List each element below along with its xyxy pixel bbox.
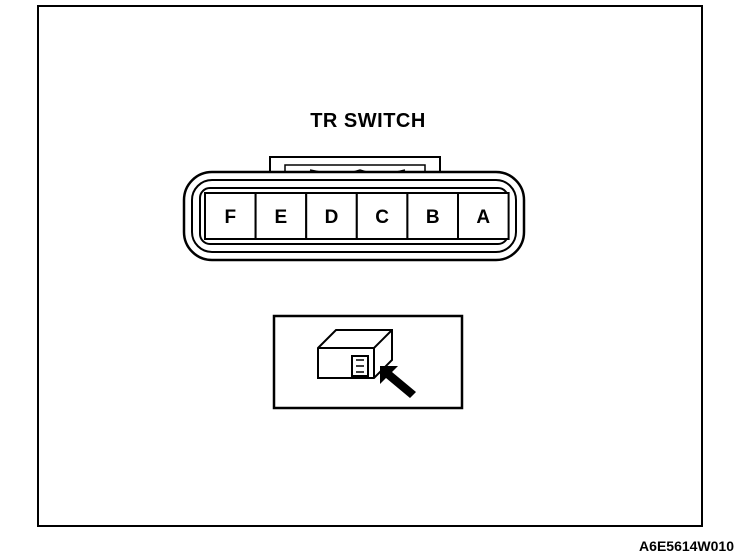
connector-arrow-icon (317, 329, 416, 398)
pin-cell-a (457, 192, 510, 240)
pin-label-d: D (325, 207, 339, 228)
pin-label-f: F (224, 207, 236, 228)
figure-frame (37, 5, 703, 527)
pin-cell-f (204, 192, 257, 240)
pin-label-a: A (476, 207, 490, 228)
diagram-title: TR SWITCH (310, 110, 426, 132)
pin-label-b: B (426, 207, 440, 228)
connector-latch (269, 156, 441, 172)
pin-label-e: E (275, 207, 288, 228)
pin-label-c: C (375, 207, 389, 228)
figure-code: A6E5614W010 (639, 538, 734, 554)
